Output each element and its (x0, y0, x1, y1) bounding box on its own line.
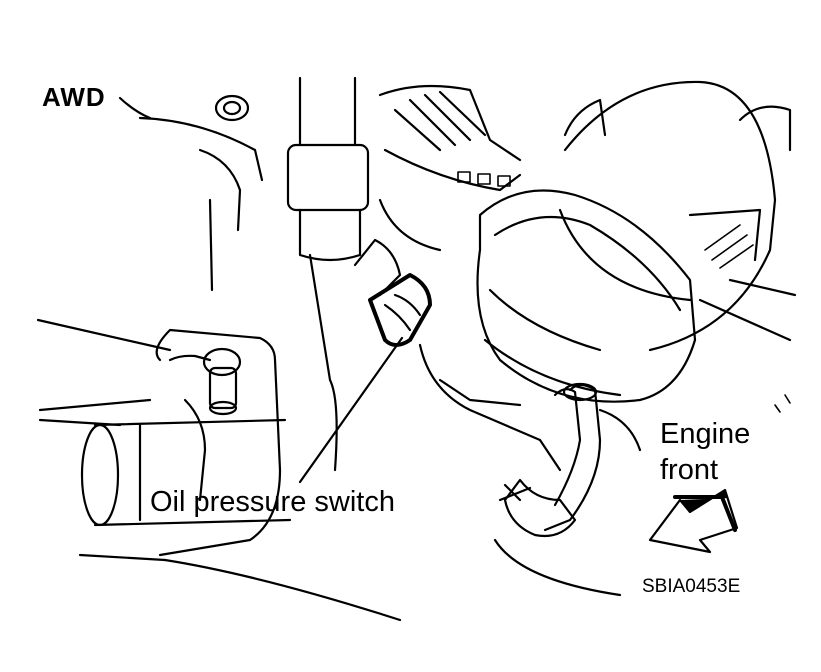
oil-pressure-switch-label: Oil pressure switch (150, 486, 395, 518)
alternator (378, 84, 522, 252)
engine-front-label-line2: front (660, 454, 719, 486)
figure-code: SBIA0453E (642, 576, 741, 597)
oil-cooler-hose (418, 343, 642, 597)
top-pipe (286, 76, 370, 472)
engine-block (36, 94, 264, 427)
awd-leader-line (118, 96, 152, 120)
awd-label: AWD (42, 82, 106, 112)
oil-pressure-switch-leader (298, 336, 404, 484)
oil-pressure-switch (353, 238, 432, 347)
engine-front-arrow-icon (648, 488, 739, 554)
oil-filter (476, 80, 792, 403)
engine-front-label-line1: Engine (660, 418, 751, 450)
right-edges (698, 278, 797, 413)
drive-shaft (78, 418, 402, 622)
